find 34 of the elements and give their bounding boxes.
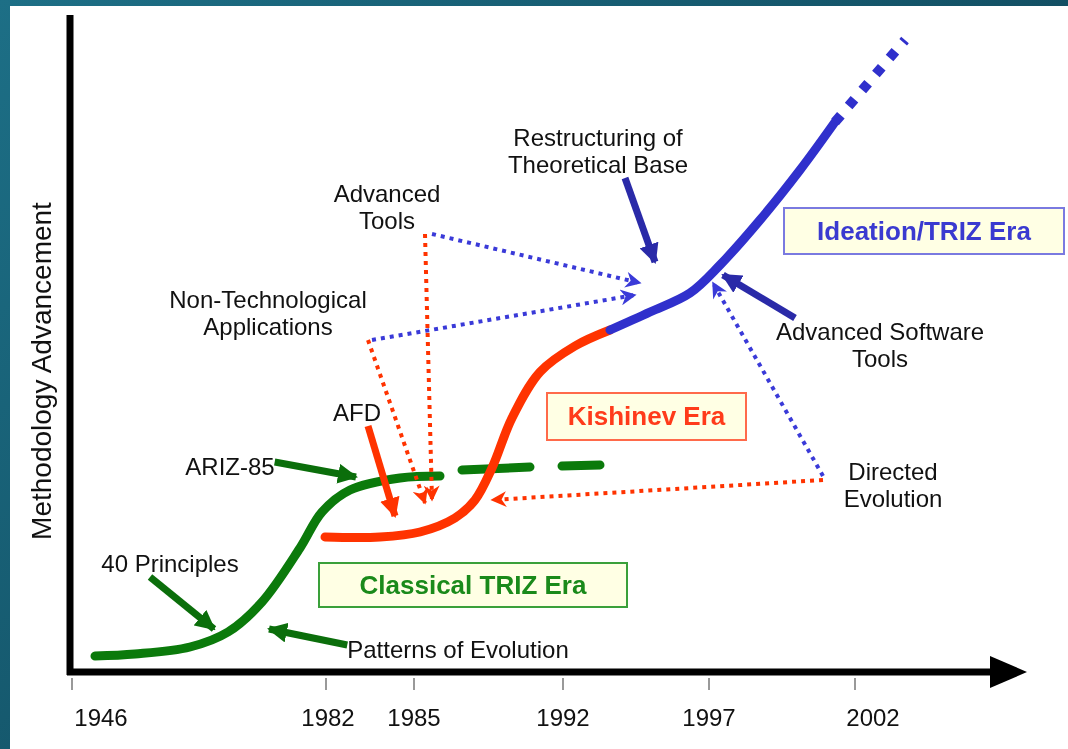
dotted-arrow <box>490 478 824 508</box>
callout-label: AFD <box>333 399 381 426</box>
arrow <box>267 622 348 649</box>
arrow <box>147 574 217 632</box>
arrow <box>621 176 659 264</box>
era-label-box <box>546 392 747 441</box>
callout-label: 40 Principles <box>101 550 239 577</box>
arrow <box>274 458 358 484</box>
tick-label: 1997 <box>682 704 736 732</box>
era-label-box <box>783 207 1065 255</box>
callout-label: Restructuring of Theoretical Base <box>506 124 690 178</box>
era-label: Kishinev Era <box>567 403 726 430</box>
callout-label: Directed Evolution <box>842 458 944 512</box>
dotted-arrow <box>423 233 440 502</box>
tick-label: 1985 <box>387 704 441 732</box>
era-label-box <box>318 562 628 608</box>
tick-label: 2002 <box>846 704 900 732</box>
era-label: Classical TRIZ Era <box>359 571 587 599</box>
callout-label: Advanced Tools <box>332 180 442 234</box>
callout-label: Advanced Software Tools <box>774 318 986 372</box>
callout-label: ARIZ-85 <box>185 453 275 480</box>
callout-label: Non-Technological Applications <box>168 286 368 340</box>
arrow <box>364 425 400 518</box>
axis-title: Methodology Advancement <box>26 201 58 541</box>
dotted-arrow <box>431 232 642 288</box>
tick-label: 1946 <box>74 704 128 732</box>
tick-label: 1982 <box>301 704 355 732</box>
arrow <box>721 272 797 321</box>
tick-label: 1992 <box>536 704 590 732</box>
dotted-arrow <box>371 289 637 342</box>
dotted-arrow <box>366 339 428 505</box>
dotted-arrow <box>711 281 825 477</box>
callout-label: Patterns of Evolution <box>347 636 569 663</box>
era-label: Ideation/TRIZ Era <box>817 217 1031 245</box>
